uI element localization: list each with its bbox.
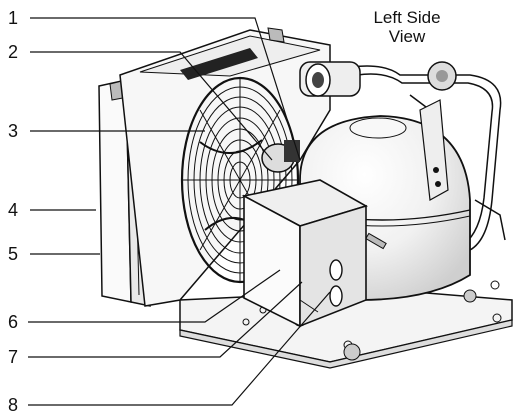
fan-guard <box>180 76 300 284</box>
view-title-line2: View <box>388 27 426 46</box>
callout-7: 7 <box>8 347 19 367</box>
view-title: Left Side View <box>352 8 462 46</box>
callout-6: 6 <box>8 312 19 332</box>
callout-4: 4 <box>8 200 19 220</box>
callout-1: 1 <box>8 8 19 28</box>
leader-lines <box>28 17 331 406</box>
callout-2: 2 <box>8 42 19 62</box>
filter-drier <box>299 61 457 97</box>
callout-8: 8 <box>8 395 19 415</box>
electrical-box <box>241 179 369 328</box>
callout-3: 3 <box>8 121 19 141</box>
view-title-line1: Left Side <box>373 8 441 27</box>
callout-5: 5 <box>8 244 19 264</box>
